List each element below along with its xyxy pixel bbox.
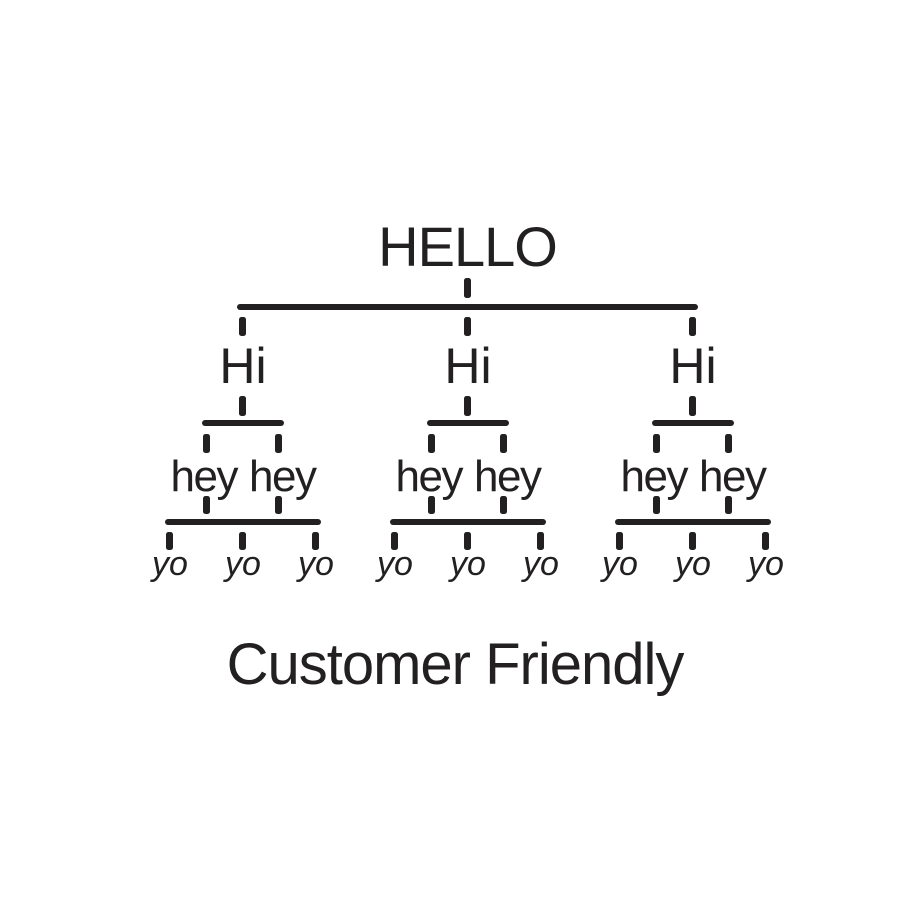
child-node-row: hey hey bbox=[378, 455, 558, 499]
child-node-row: hey hey bbox=[153, 455, 333, 499]
branch-node-label: Hi bbox=[669, 338, 717, 394]
branch-column-2: Hi hey hey yo yo yo bbox=[376, 0, 560, 640]
connector-dash bbox=[653, 434, 660, 453]
branch-node-label: Hi bbox=[219, 338, 267, 394]
root-node-label: HELLO bbox=[378, 215, 558, 278]
connector-dash bbox=[725, 496, 732, 514]
leaf-connector-bar bbox=[390, 519, 546, 525]
connector-dash bbox=[500, 496, 507, 514]
connector-dash bbox=[312, 532, 319, 550]
leaf-node-label: yo bbox=[523, 545, 559, 583]
connector-dash bbox=[391, 532, 398, 550]
leaf-node-label: yo bbox=[225, 545, 261, 583]
leaf-node-label: yo bbox=[602, 545, 638, 583]
leaf-node-label: yo bbox=[377, 545, 413, 583]
connector-dash bbox=[166, 532, 173, 550]
leaf-node-row: yo yo yo bbox=[151, 547, 335, 581]
connector-dash bbox=[689, 317, 696, 336]
connector-dash bbox=[725, 434, 732, 453]
connector-dash bbox=[464, 278, 471, 298]
branch-connector-bar bbox=[202, 420, 284, 426]
connector-dash bbox=[500, 434, 507, 453]
connector-dash bbox=[239, 396, 246, 416]
leaf-node-label: yo bbox=[675, 545, 711, 583]
branch-connector-bar bbox=[427, 420, 509, 426]
connector-dash bbox=[689, 532, 696, 550]
branch-node-label: Hi bbox=[444, 338, 492, 394]
branch-column-3: Hi hey hey yo yo yo bbox=[601, 0, 785, 640]
connector-dash bbox=[428, 496, 435, 514]
connector-dash bbox=[275, 496, 282, 514]
connector-dash bbox=[239, 317, 246, 336]
branch-connector-bar bbox=[652, 420, 734, 426]
connector-dash bbox=[203, 434, 210, 453]
connector-dash bbox=[653, 496, 660, 514]
connector-dash bbox=[689, 396, 696, 416]
connector-dash bbox=[239, 532, 246, 550]
connector-dash bbox=[275, 434, 282, 453]
leaf-node-label: yo bbox=[748, 545, 784, 583]
leaf-node-row: yo yo yo bbox=[601, 547, 785, 581]
leaf-connector-bar bbox=[165, 519, 321, 525]
branch-column-1: Hi hey hey yo yo yo bbox=[151, 0, 335, 640]
diagram-caption: Customer Friendly bbox=[226, 632, 685, 697]
child-node-label: hey bbox=[699, 452, 767, 501]
connector-dash bbox=[464, 317, 471, 336]
child-node-label: hey bbox=[170, 452, 239, 501]
leaf-node-label: yo bbox=[152, 545, 188, 583]
connector-dash bbox=[464, 396, 471, 416]
connector-dash bbox=[762, 532, 769, 550]
leaf-node-row: yo yo yo bbox=[376, 547, 560, 581]
child-node-row: hey hey bbox=[603, 455, 783, 499]
child-node-label: hey bbox=[249, 452, 317, 501]
child-node-label: hey bbox=[474, 452, 542, 501]
top-connector-bar bbox=[237, 304, 698, 310]
child-node-label: hey bbox=[395, 452, 464, 501]
connector-dash bbox=[537, 532, 544, 550]
connector-dash bbox=[428, 434, 435, 453]
leaf-node-label: yo bbox=[298, 545, 334, 583]
child-node-label: hey bbox=[620, 452, 689, 501]
leaf-connector-bar bbox=[615, 519, 771, 525]
connector-dash bbox=[616, 532, 623, 550]
connector-dash bbox=[464, 532, 471, 550]
leaf-node-label: yo bbox=[450, 545, 486, 583]
connector-dash bbox=[203, 496, 210, 514]
